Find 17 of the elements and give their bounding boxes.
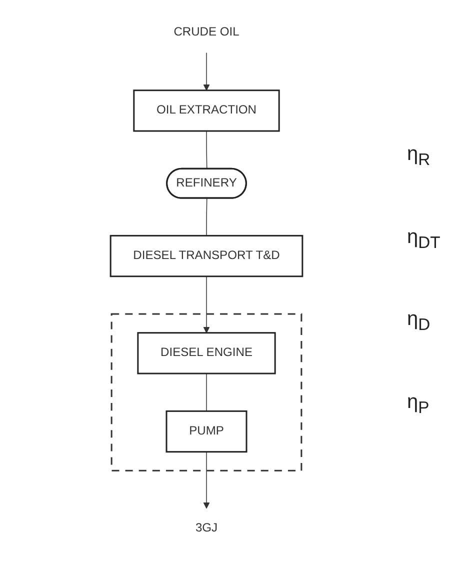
efficiency-label: η$_{DT}$ (407, 226, 442, 253)
connector (206, 198, 208, 236)
cluster (110, 313, 302, 472)
arrow (203, 451, 210, 509)
efficiency-label: η$_{R}$ (407, 143, 432, 170)
node-box: PUMP (166, 410, 248, 453)
node-text: 3GJ (195, 522, 218, 535)
efficiency-label: η$_{D}$ (407, 308, 432, 336)
efficiency-label: η$_{P}$ (407, 390, 430, 418)
connector (206, 130, 208, 170)
node-text: CRUDE OIL (174, 26, 240, 38)
arrow (203, 52, 210, 91)
arrow (203, 276, 210, 334)
node-box: DIESEL TRANSPORT T&D (110, 234, 304, 278)
node-box: OIL EXTRACTION (133, 90, 280, 132)
node-box: DIESEL ENGINE (137, 332, 276, 374)
connector (206, 373, 207, 412)
